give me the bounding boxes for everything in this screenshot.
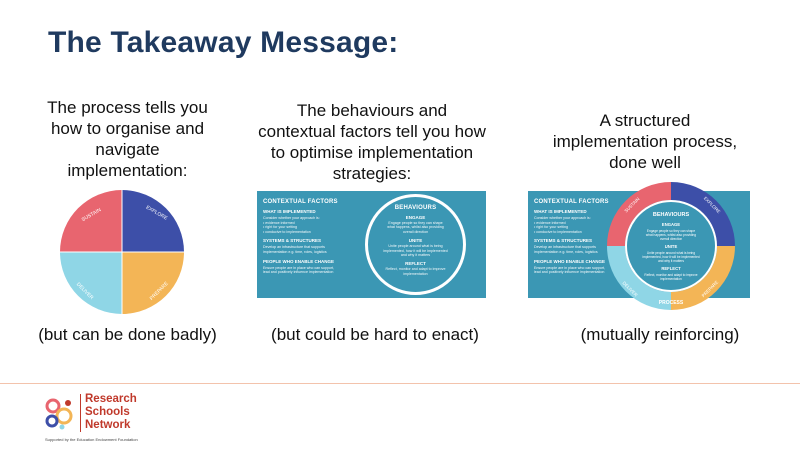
what-text: • conducive to implementation bbox=[263, 229, 311, 234]
ring-engage-title: ENGAGE bbox=[662, 222, 680, 227]
heading-line: contextual factors tell you how bbox=[258, 122, 486, 141]
process-heading: The process tells you how to organise an… bbox=[20, 97, 235, 181]
process-pie-chart: EXPLORE PREPARE DELIVER SUSTAIN bbox=[60, 190, 184, 314]
ring-segment-prepare bbox=[671, 246, 735, 310]
people-text: lead and positively influence implementa… bbox=[534, 270, 605, 275]
reflect-text: implementation bbox=[403, 271, 428, 276]
heading-line: how to organise and bbox=[50, 119, 205, 138]
page-title: The Takeaway Message: bbox=[48, 26, 399, 59]
pie-segment-prepare bbox=[122, 252, 184, 314]
ring-segment-deliver bbox=[607, 246, 671, 310]
systems-text: Develop an infrastructure that supports bbox=[263, 245, 325, 250]
what-text: Consider whether your approach is: bbox=[263, 216, 320, 220]
pie-segment-deliver bbox=[60, 252, 122, 314]
contextual-factors-panel: CONTEXTUAL FACTORS WHAT IS IMPLEMENTED C… bbox=[257, 191, 486, 298]
engage-text: Engage people so they can shape bbox=[388, 221, 443, 225]
what-text: Consider whether your approach is: bbox=[534, 216, 591, 220]
engage-text: what happens, whilst also providing bbox=[387, 225, 444, 230]
unite-text: Unite people around what is being bbox=[388, 244, 443, 249]
people-text: lead and positively influence implementa… bbox=[263, 270, 334, 275]
engage-text: overall direction bbox=[402, 229, 429, 234]
behaviours-heading: The behaviours and contextual factors te… bbox=[248, 100, 496, 184]
engage-title: ENGAGE bbox=[405, 215, 426, 220]
what-title: WHAT IS IMPLEMENTED bbox=[263, 209, 316, 214]
logo-wordmark: Research Schools Network bbox=[85, 393, 137, 432]
logo-divider bbox=[80, 394, 81, 432]
people-text: Ensure people are in place who can suppo… bbox=[534, 265, 606, 270]
research-schools-logo-icon bbox=[45, 398, 73, 430]
people-title: PEOPLE WHO ENABLE CHANGE bbox=[263, 258, 335, 264]
structured-heading: A structured implementation process, don… bbox=[540, 110, 750, 173]
logo-line: Research bbox=[85, 393, 137, 405]
heading-line: navigate bbox=[95, 140, 160, 159]
what-text: • evidence informed bbox=[534, 220, 566, 225]
ring-engage-text: overall direction bbox=[660, 237, 683, 241]
logo-line: Schools bbox=[85, 406, 130, 418]
heading-line: implementation: bbox=[67, 161, 188, 180]
heading-line: A structured bbox=[599, 111, 691, 130]
ring-engage-text: what happens, whilst also providing bbox=[646, 233, 696, 237]
contextual-factors-title: CONTEXTUAL FACTORS bbox=[534, 199, 609, 205]
reflect-text: Reflect, monitor and adapt to improve bbox=[385, 267, 446, 272]
ring-behaviours-title: BEHAVIOURS bbox=[653, 212, 690, 218]
contextual-factors-title: CONTEXTUAL FACTORS bbox=[263, 199, 338, 205]
heading-line: to optimise implementation bbox=[270, 143, 474, 162]
ring-unite-text: Unite people around what is being bbox=[647, 251, 695, 255]
unite-title: UNITE bbox=[408, 238, 423, 244]
what-text: • right for your setting bbox=[534, 225, 569, 230]
footer-divider bbox=[0, 383, 800, 384]
what-text: • evidence informed bbox=[263, 220, 295, 225]
systems-text: Develop an infrastructure that supports bbox=[534, 245, 596, 250]
systems-text: implementation e.g. time, roles, logisti… bbox=[534, 249, 598, 254]
process-footer: (but can be done badly) bbox=[38, 325, 217, 344]
ring-unite-text: and why it matters bbox=[658, 259, 684, 263]
logo-subtitle: Supported by the Education Endowment Fou… bbox=[45, 437, 138, 442]
systems-text: implementation e.g. time, roles, logisti… bbox=[263, 249, 327, 254]
what-text: • right for your setting bbox=[263, 225, 298, 230]
people-title: PEOPLE WHO ENABLE CHANGE bbox=[534, 258, 606, 264]
contextual-factors-list: CONTEXTUAL FACTORS WHAT IS IMPLEMENTED C… bbox=[534, 199, 629, 275]
contextual-factors-list: CONTEXTUAL FACTORS WHAT IS IMPLEMENTED C… bbox=[263, 199, 368, 275]
heading-line: strategies: bbox=[332, 164, 412, 183]
behaviours-circle: BEHAVIOURS ENGAGE Engage people so they … bbox=[365, 194, 466, 295]
systems-title: SYSTEMS & STRUCTURES bbox=[263, 238, 322, 244]
heading-line: implementation process, bbox=[552, 132, 738, 151]
heading-line: The process tells you bbox=[47, 98, 208, 117]
heading-line: done well bbox=[609, 153, 681, 172]
ring-unite-text: implemented, how it will be implemented bbox=[642, 255, 699, 259]
systems-title: SYSTEMS & STRUCTURES bbox=[534, 238, 593, 244]
reflect-title: REFLECT bbox=[405, 261, 426, 267]
heading-line: The behaviours and bbox=[296, 101, 448, 120]
pie-segment-explore bbox=[122, 190, 184, 252]
people-text: Ensure people are in place who can suppo… bbox=[263, 265, 335, 270]
ring-unite-title: UNITE bbox=[665, 244, 678, 249]
ring-label-process: PROCESS bbox=[659, 300, 684, 306]
logo-line: Network bbox=[85, 419, 131, 431]
behaviours-title: BEHAVIOURS bbox=[394, 205, 437, 211]
unite-text: and why it matters bbox=[400, 253, 431, 258]
what-title: WHAT IS IMPLEMENTED bbox=[534, 209, 587, 214]
ring-reflect-title: REFLECT bbox=[661, 266, 681, 271]
ring-segment-explore bbox=[671, 182, 735, 246]
ring-engage-text: Engage people so they can shape bbox=[647, 229, 695, 233]
ring-reflect-text: Reflect, monitor and adapt to improve bbox=[644, 273, 697, 277]
process-ring: EXPLORE PREPARE DELIVER SUSTAIN PROCESS … bbox=[607, 182, 735, 310]
what-text: • conducive to implementation bbox=[534, 229, 582, 234]
structured-footer: (mutually reinforcing) bbox=[580, 325, 740, 344]
ring-segment-sustain bbox=[607, 182, 671, 246]
behaviours-footer: (but could be hard to enact) bbox=[271, 325, 479, 344]
ring-reflect-text: implementation bbox=[660, 277, 682, 281]
unite-text: implemented, how it will be implemented bbox=[383, 248, 448, 253]
pie-segment-sustain bbox=[60, 190, 122, 252]
